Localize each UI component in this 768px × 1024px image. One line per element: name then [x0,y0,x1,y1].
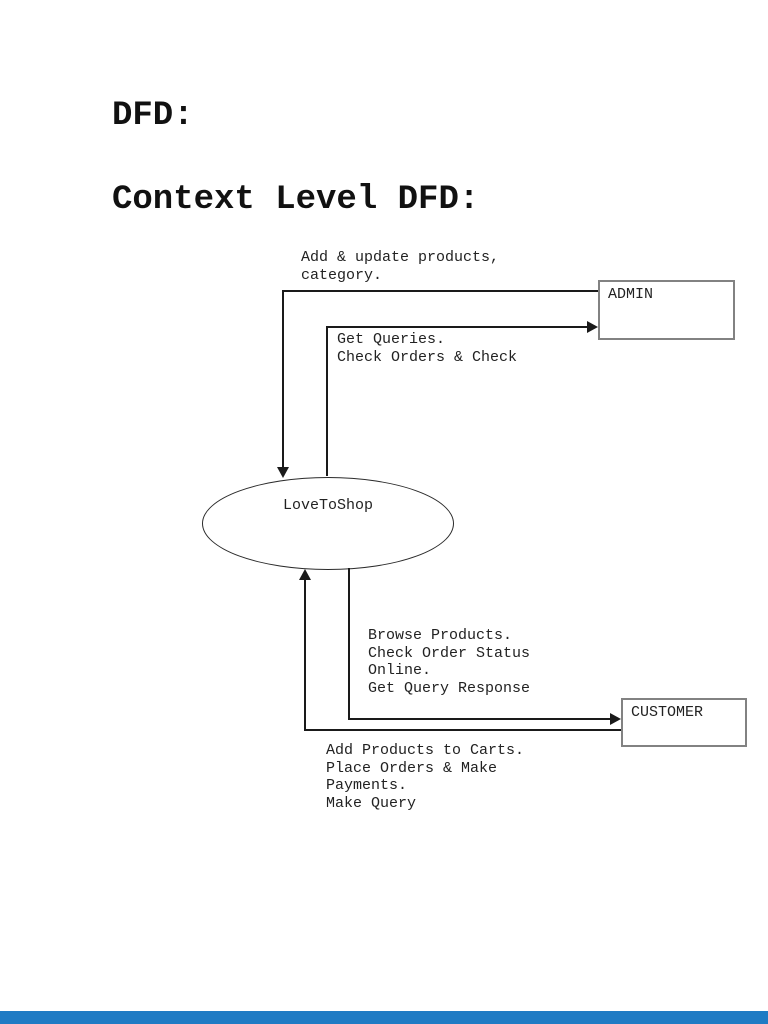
flow-line-customer-to-process-vertical [304,579,306,731]
flow-line-process-to-admin-vertical [326,326,328,476]
entity-box-admin: ADMIN [598,280,735,340]
flow-line-admin-to-process-horizontal [282,290,598,292]
viewer-progress-bar [0,1011,768,1024]
flow-label-process-to-customer: Browse Products. Check Order Status Onli… [368,627,531,697]
entity-label-customer: CUSTOMER [631,704,704,721]
arrowhead-down-icon [277,467,289,478]
flow-line-customer-to-process-horizontal [304,729,621,731]
entity-label-admin: ADMIN [608,286,654,303]
flow-line-admin-to-process-vertical [282,290,284,468]
process-label: LoveToShop [282,497,373,514]
entity-box-customer: CUSTOMER [621,698,747,747]
flow-label-admin-to-process: Add & update products, category. [301,249,500,284]
flow-line-process-to-admin-horizontal [326,326,588,328]
arrowhead-up-icon [299,569,311,580]
flow-label-process-to-admin: Get Queries. Check Orders & Check [337,331,518,366]
flow-line-process-to-customer-vertical [348,568,350,719]
process-ellipse-lovetoshop: LoveToShop [202,477,454,570]
flow-line-process-to-customer-horizontal [348,718,611,720]
arrowhead-right-icon [587,321,598,333]
page-title: DFD: [112,97,194,135]
flow-label-customer-to-process: Add Products to Carts. Place Orders & Ma… [326,742,525,812]
arrowhead-right-icon [610,713,621,725]
section-heading: Context Level DFD: [112,181,480,219]
